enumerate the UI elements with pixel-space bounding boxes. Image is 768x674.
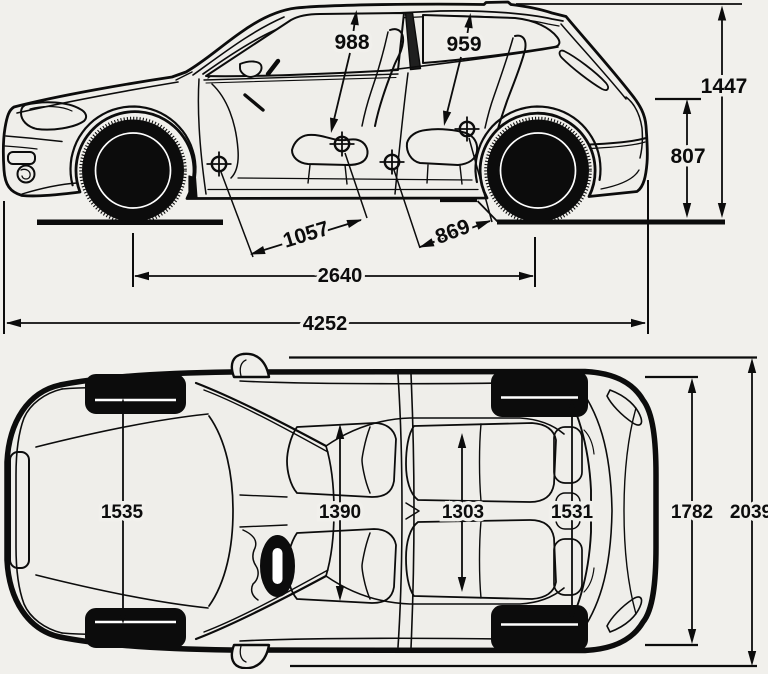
svg-text:1531: 1531 xyxy=(551,502,594,523)
svg-text:1390: 1390 xyxy=(319,502,361,523)
svg-text:1535: 1535 xyxy=(101,502,144,523)
svg-text:1782: 1782 xyxy=(671,502,713,523)
svg-text:807: 807 xyxy=(670,145,705,168)
svg-text:4252: 4252 xyxy=(303,313,348,335)
svg-text:1447: 1447 xyxy=(701,75,748,98)
svg-text:959: 959 xyxy=(446,33,481,56)
svg-text:2039: 2039 xyxy=(730,502,768,523)
svg-text:988: 988 xyxy=(334,31,369,54)
svg-text:2640: 2640 xyxy=(318,265,363,287)
svg-text:1303: 1303 xyxy=(442,502,484,523)
